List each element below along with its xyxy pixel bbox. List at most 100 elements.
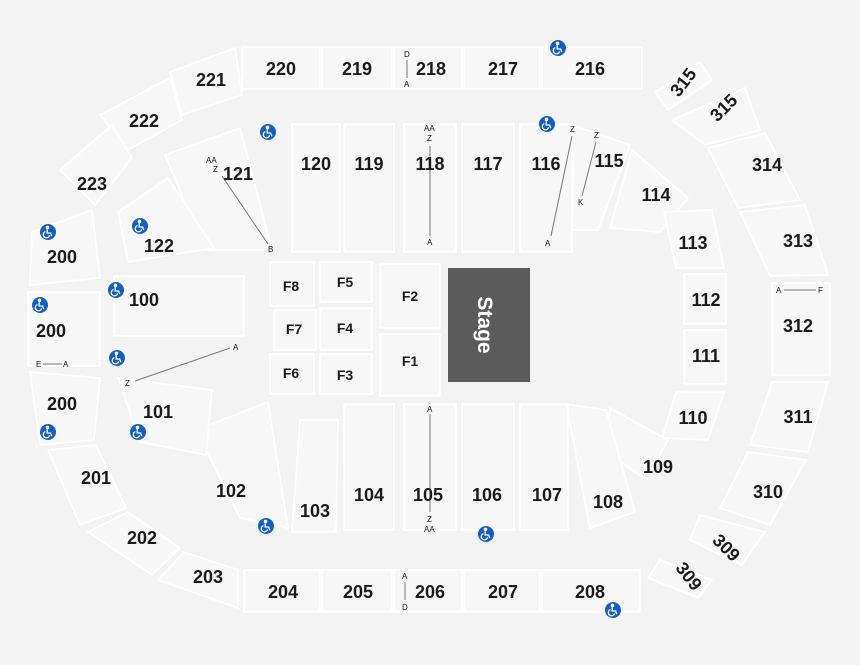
section-120[interactable]	[291, 123, 341, 253]
label-110: 110	[678, 408, 707, 428]
section-f4[interactable]	[319, 307, 373, 351]
label-122: 122	[144, 236, 174, 256]
wheelchair-icon	[32, 297, 48, 313]
section-312[interactable]	[771, 282, 831, 376]
section-108[interactable]	[564, 403, 636, 530]
label-220: 220	[266, 59, 296, 79]
wheelchair-icon	[108, 282, 124, 298]
section-117[interactable]	[461, 123, 515, 253]
section-311[interactable]	[748, 381, 830, 453]
wheelchair-icon	[109, 350, 125, 366]
row-206-start: A	[402, 572, 408, 581]
section-103[interactable]	[291, 419, 339, 533]
label-108: 108	[593, 492, 623, 512]
section-111[interactable]	[683, 329, 727, 385]
section-122[interactable]	[117, 176, 216, 263]
label-115: 115	[594, 151, 623, 171]
section-100[interactable]	[113, 275, 245, 337]
section-f3[interactable]	[319, 353, 373, 395]
section-119[interactable]	[343, 123, 395, 253]
wheelchair-icon	[550, 40, 566, 56]
wheelchair-icon	[260, 124, 276, 140]
label-200c: 200	[47, 394, 77, 414]
row-line-116	[550, 135, 573, 237]
section-313[interactable]	[738, 204, 830, 277]
section-f7[interactable]	[273, 309, 317, 351]
label-218: 218	[416, 59, 446, 79]
label-119: 119	[354, 154, 383, 174]
label-201: 201	[81, 468, 111, 488]
section-110[interactable]	[660, 391, 726, 441]
row-105-start: A	[427, 405, 433, 414]
section-204[interactable]	[243, 569, 321, 613]
row-116-end: A	[545, 239, 551, 248]
section-205[interactable]	[321, 569, 393, 613]
row-200-end: A	[63, 360, 69, 369]
row-118-start: AA	[424, 124, 435, 133]
wheelchair-icon	[130, 424, 146, 440]
row-100-end: Z	[125, 379, 130, 388]
section-314[interactable]	[706, 132, 802, 209]
stage-block	[448, 268, 530, 382]
label-216: 216	[575, 59, 605, 79]
section-220[interactable]	[241, 46, 321, 90]
wheelchair-icon	[40, 424, 56, 440]
label-311: 311	[783, 407, 812, 427]
label-314: 314	[752, 155, 782, 175]
label-100: 100	[129, 290, 159, 310]
label-102: 102	[216, 481, 246, 501]
label-206: 206	[415, 582, 445, 602]
section-309b[interactable]	[646, 559, 714, 599]
label-f6: F6	[283, 365, 300, 381]
section-106[interactable]	[461, 403, 515, 531]
label-205: 205	[343, 582, 373, 602]
wheelchair-icon	[132, 218, 148, 234]
section-207[interactable]	[463, 569, 541, 613]
label-116: 116	[531, 154, 560, 174]
stage-label: Stage	[473, 296, 496, 353]
row-line-115	[581, 141, 597, 197]
section-112[interactable]	[683, 273, 727, 325]
label-219: 219	[342, 59, 372, 79]
label-200a: 200	[47, 247, 77, 267]
label-202: 202	[127, 528, 157, 548]
section-f2[interactable]	[379, 263, 441, 329]
section-201[interactable]	[46, 444, 128, 527]
label-114: 114	[641, 185, 670, 205]
section-116[interactable]	[519, 123, 573, 253]
section-218[interactable]	[393, 46, 463, 90]
section-102[interactable]	[194, 400, 289, 530]
section-203[interactable]	[156, 551, 239, 610]
section-223[interactable]	[58, 123, 133, 207]
label-f4: F4	[337, 320, 354, 336]
section-309a[interactable]	[688, 514, 767, 567]
section-315b[interactable]	[670, 86, 762, 146]
label-f3: F3	[337, 367, 354, 383]
section-219[interactable]	[321, 46, 393, 90]
row-marker-lines	[43, 60, 816, 600]
section-221[interactable]	[169, 46, 243, 117]
row-line-100	[134, 347, 231, 382]
section-104[interactable]	[343, 403, 395, 531]
section-315a[interactable]	[653, 60, 714, 112]
label-222: 222	[129, 111, 159, 131]
section-113[interactable]	[663, 209, 725, 269]
accessible-seating-icons	[32, 40, 621, 618]
section-f5[interactable]	[319, 261, 373, 303]
row-121-start: AA	[206, 156, 217, 165]
label-f5: F5	[337, 274, 354, 290]
section-107[interactable]	[519, 403, 569, 531]
section-217[interactable]	[463, 46, 541, 90]
section-f6[interactable]	[269, 353, 315, 395]
label-203: 203	[193, 567, 223, 587]
section-310[interactable]	[718, 451, 808, 526]
section-202[interactable]	[86, 511, 182, 577]
section-f1[interactable]	[379, 333, 441, 397]
stage: Stage	[448, 268, 530, 382]
row-218-start: D	[404, 50, 410, 59]
section-f8[interactable]	[269, 261, 315, 307]
label-105: 105	[413, 485, 443, 505]
row-115-end: K	[578, 198, 584, 207]
section-115[interactable]	[571, 124, 632, 231]
section-208[interactable]	[541, 569, 641, 613]
